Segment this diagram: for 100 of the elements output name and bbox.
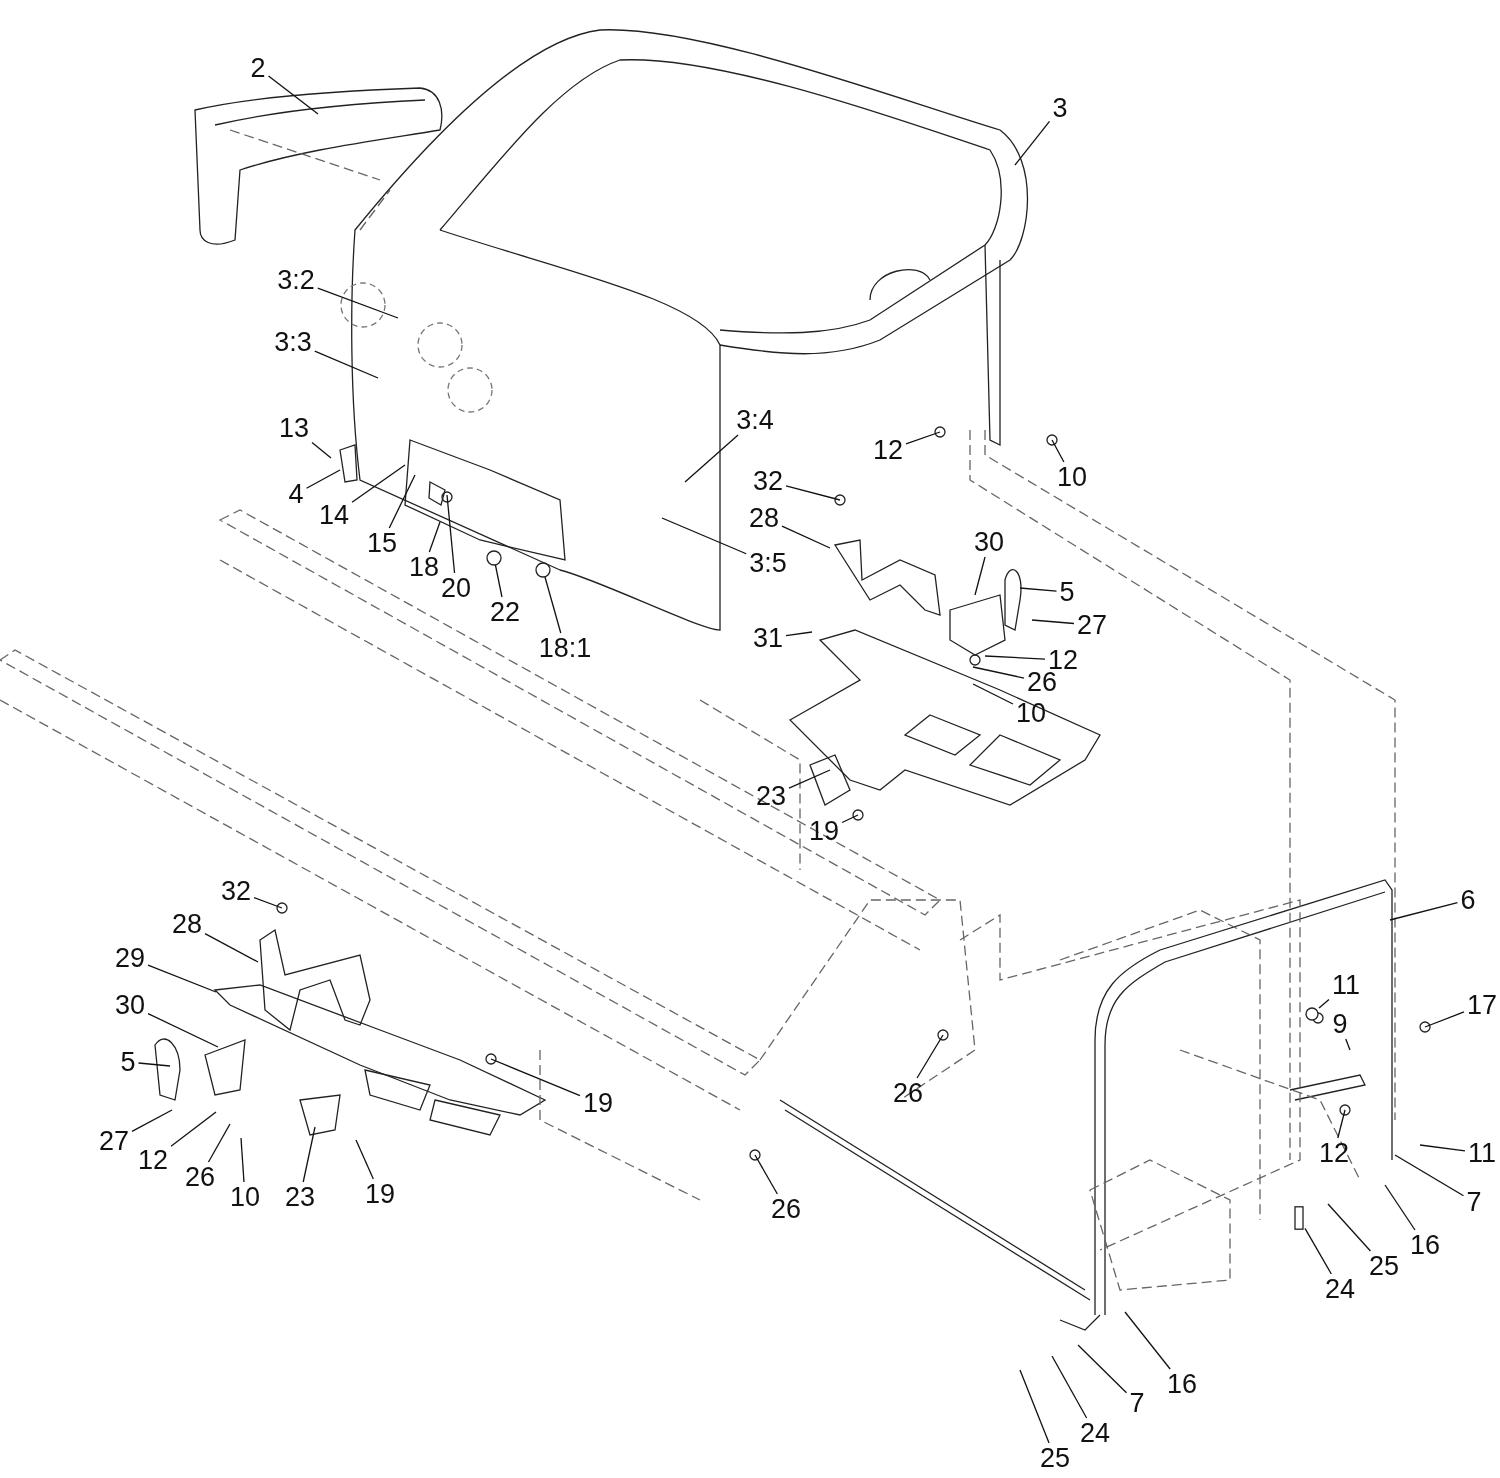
callout-number: 10 <box>1015 698 1047 728</box>
callout-number: 6 <box>1459 885 1477 915</box>
callout-number: 18 <box>408 552 440 582</box>
callout-number: 5 <box>1058 577 1076 607</box>
callout-number: 25 <box>1368 1251 1400 1281</box>
leader-line <box>661 517 747 555</box>
leader-line <box>972 666 1025 679</box>
leader-line <box>1077 1344 1128 1394</box>
leader-line <box>905 431 941 445</box>
leader-line <box>137 1062 171 1067</box>
callout-number: 32 <box>752 466 784 496</box>
leader-line <box>147 1012 219 1048</box>
callout-number: 4 <box>287 479 305 509</box>
callout-number: 26 <box>770 1194 802 1224</box>
leader-line <box>1345 1038 1351 1051</box>
leader-line <box>1051 1355 1088 1419</box>
leader-line <box>1051 439 1065 463</box>
callout-number: 27 <box>1076 610 1108 640</box>
callout-number: 13 <box>278 413 310 443</box>
callout-number: 12 <box>872 435 904 465</box>
callout-number: 7 <box>1465 1187 1483 1217</box>
callout-number: 26 <box>184 1162 216 1192</box>
callout-number: 29 <box>114 943 146 973</box>
leader-line <box>314 350 379 379</box>
leader-line <box>302 1126 316 1183</box>
callout-number: 24 <box>1324 1274 1356 1304</box>
leader-line <box>131 1109 173 1132</box>
callout-number: 7 <box>1128 1388 1146 1418</box>
leader-line <box>311 441 332 459</box>
leader-line <box>788 769 831 789</box>
leader-line <box>1014 120 1051 166</box>
leader-line <box>355 1139 374 1180</box>
leader-line <box>207 1123 231 1163</box>
leader-line <box>684 434 739 483</box>
leader-line <box>544 576 562 634</box>
leader-line <box>1389 902 1459 921</box>
callout-number: 3:5 <box>748 548 788 578</box>
leader-line <box>253 897 283 909</box>
callout-number: 9 <box>1331 1009 1349 1039</box>
leader-line <box>1419 1144 1466 1152</box>
callout-number: 18:1 <box>537 633 593 663</box>
washer-part <box>486 550 502 566</box>
leader-line <box>428 521 441 553</box>
leader-line <box>240 1137 245 1183</box>
leader-line <box>974 556 986 596</box>
callout-number: 10 <box>1056 462 1088 492</box>
callout-number: 3:4 <box>735 405 775 435</box>
leader-line <box>1337 1109 1346 1139</box>
leader-line <box>754 1154 779 1195</box>
callout-number: 2 <box>249 53 267 83</box>
callout-number: 10 <box>229 1182 261 1212</box>
callout-number: 14 <box>318 500 350 530</box>
callout-number: 12 <box>137 1145 169 1175</box>
leader-line <box>785 485 841 501</box>
callout-number: 11 <box>1331 970 1361 1000</box>
callout-number: 17 <box>1466 990 1498 1020</box>
callout-number: 27 <box>98 1126 130 1156</box>
callout-number: 5 <box>119 1047 137 1077</box>
leader-line <box>446 494 456 574</box>
leader-line <box>916 1034 944 1079</box>
callout-number: 28 <box>748 503 780 533</box>
callout-number: 16 <box>1409 1230 1441 1260</box>
leader-line <box>317 287 399 319</box>
leader-line <box>785 631 813 637</box>
leader-line <box>204 933 259 963</box>
callout-number: 3:2 <box>276 265 316 295</box>
leader-line <box>1394 1154 1465 1197</box>
leader-line <box>147 964 217 993</box>
leader-line <box>267 75 319 115</box>
callout-number: 20 <box>440 573 472 603</box>
leader-line <box>972 683 1014 705</box>
callout-number: 19 <box>808 816 840 846</box>
leader-line <box>1327 1203 1372 1252</box>
leader-line <box>351 464 406 503</box>
leader-line <box>1124 1311 1171 1370</box>
leader-line <box>490 1058 581 1097</box>
washer-part <box>535 562 551 578</box>
callout-number: 30 <box>114 990 146 1020</box>
callout-number: 22 <box>489 597 521 627</box>
callout-number: 28 <box>171 909 203 939</box>
callout-number: 32 <box>220 876 252 906</box>
washer-part <box>1305 1007 1319 1021</box>
callout-number: 24 <box>1079 1418 1111 1448</box>
callout-number: 23 <box>284 1182 316 1212</box>
callout-number: 19 <box>364 1179 396 1209</box>
callout-number: 12 <box>1318 1138 1350 1168</box>
callout-number: 30 <box>973 527 1005 557</box>
callout-number: 3 <box>1051 93 1069 123</box>
callout-number: 11 <box>1467 1138 1497 1168</box>
leader-line <box>1019 587 1058 592</box>
leader-line <box>984 655 1046 660</box>
leader-line <box>305 469 341 489</box>
callout-number: 31 <box>752 623 784 653</box>
leader-line <box>781 525 831 549</box>
callout-number: 26 <box>892 1078 924 1108</box>
callout-number: 16 <box>1166 1369 1198 1399</box>
leader-line <box>1031 619 1075 625</box>
leader-line <box>1424 1011 1465 1028</box>
leader-line <box>1318 998 1330 1009</box>
leader-line <box>494 564 503 598</box>
